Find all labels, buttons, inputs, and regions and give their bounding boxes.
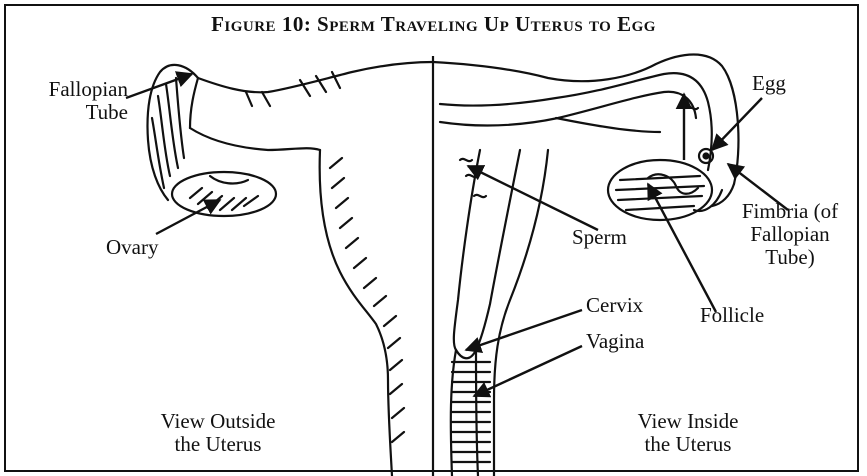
arrow-fallopian-tube: [126, 74, 192, 98]
label-fallopian-tube: Fallopian Tube: [10, 78, 128, 124]
arrow-sperm: [468, 166, 598, 230]
label-cervix: Cervix: [586, 294, 643, 317]
caption-outside-view: View Outside the Uterus: [118, 410, 318, 456]
label-sperm: Sperm: [572, 226, 627, 249]
label-fimbria: Fimbria (of Fallopian Tube): [726, 200, 854, 269]
arrow-ovary: [156, 200, 220, 234]
label-ovary: Ovary: [106, 236, 158, 259]
label-egg: Egg: [752, 72, 786, 95]
figure-title: Figure 10: Sperm Traveling Up Uterus to …: [0, 12, 867, 37]
caption-inside-view: View Inside the Uterus: [588, 410, 788, 456]
leader-arrows: [126, 74, 788, 396]
label-follicle: Follicle: [700, 304, 764, 327]
label-vagina: Vagina: [586, 330, 644, 353]
